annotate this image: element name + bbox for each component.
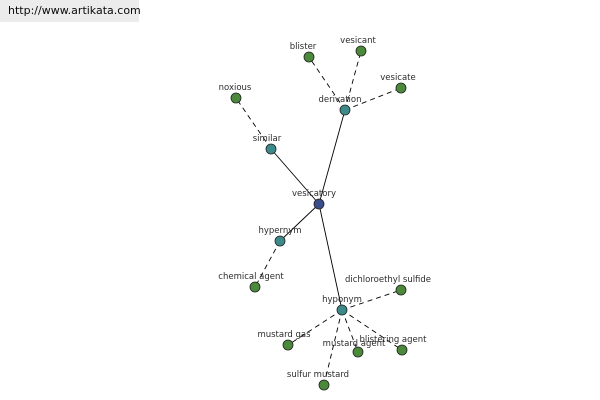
node-label-vesicant[interactable]: vesicant bbox=[340, 36, 376, 46]
node-hypernym[interactable] bbox=[274, 235, 286, 247]
node-blistering-agent[interactable] bbox=[396, 344, 408, 356]
node-similar[interactable] bbox=[265, 143, 277, 155]
node-chemical-agent[interactable] bbox=[249, 281, 261, 293]
edges-layer bbox=[235, 50, 403, 386]
node-label-hypernym[interactable]: hypernym bbox=[258, 226, 301, 236]
node-label-derivation[interactable]: derivation bbox=[318, 95, 361, 105]
edge-derivation-to-vesicant bbox=[344, 50, 362, 111]
node-label-hyponym[interactable]: hyponym bbox=[322, 295, 362, 305]
node-vesicatory[interactable] bbox=[313, 198, 325, 210]
edge-vesicatory-to-similar bbox=[270, 148, 320, 205]
node-derivation[interactable] bbox=[339, 104, 351, 116]
edge-hyponym-to-mustard-gas bbox=[287, 309, 343, 346]
node-label-similar[interactable]: similar bbox=[253, 134, 282, 144]
node-hyponym[interactable] bbox=[336, 304, 348, 316]
nodes-layer bbox=[230, 45, 408, 391]
node-label-sulfur-mustard[interactable]: sulfur mustard bbox=[287, 370, 349, 380]
node-label-chemical-agent[interactable]: chemical agent bbox=[218, 272, 284, 282]
node-label-vesicatory[interactable]: vesicatory bbox=[292, 189, 336, 199]
node-sulfur-mustard[interactable] bbox=[318, 379, 330, 391]
edge-hyponym-to-dichloroethyl-sulfide bbox=[341, 289, 402, 311]
edge-vesicatory-to-hyponym bbox=[318, 203, 343, 311]
edge-derivation-to-vesicate bbox=[344, 87, 402, 111]
node-dichloroethyl-sulfide[interactable] bbox=[395, 284, 407, 296]
edge-similar-to-noxious bbox=[235, 97, 272, 150]
source-url-link[interactable]: http://www.artikata.com bbox=[0, 0, 141, 22]
edge-hyponym-to-mustard-agent bbox=[341, 309, 359, 353]
edge-hyponym-to-blistering-agent bbox=[341, 309, 403, 351]
node-label-mustard-gas[interactable]: mustard gas bbox=[257, 330, 311, 340]
node-label-blistering-agent[interactable]: blistering agent bbox=[359, 335, 427, 345]
node-label-mustard-agent[interactable]: mustard agent bbox=[323, 339, 386, 349]
node-label-vesicate[interactable]: vesicate bbox=[380, 73, 416, 83]
node-label-dichloroethyl-sulfide[interactable]: dichloroethyl sulfide bbox=[345, 275, 431, 285]
node-vesicate[interactable] bbox=[395, 82, 407, 94]
edge-vesicatory-to-derivation bbox=[318, 109, 346, 205]
node-label-noxious[interactable]: noxious bbox=[219, 83, 252, 93]
node-label-blister[interactable]: blister bbox=[290, 42, 317, 52]
edge-vesicatory-to-hypernym bbox=[279, 203, 320, 242]
labels-layer: vesicatory derivation similar hypernym hypon… bbox=[218, 36, 431, 380]
node-vesicant[interactable] bbox=[355, 45, 367, 57]
node-blister[interactable] bbox=[303, 51, 315, 63]
node-mustard-agent[interactable] bbox=[352, 346, 364, 358]
node-mustard-gas[interactable] bbox=[282, 339, 294, 351]
node-noxious[interactable] bbox=[230, 92, 242, 104]
edge-hyponym-to-sulfur-mustard bbox=[323, 309, 343, 386]
edge-derivation-to-blister bbox=[308, 56, 346, 111]
